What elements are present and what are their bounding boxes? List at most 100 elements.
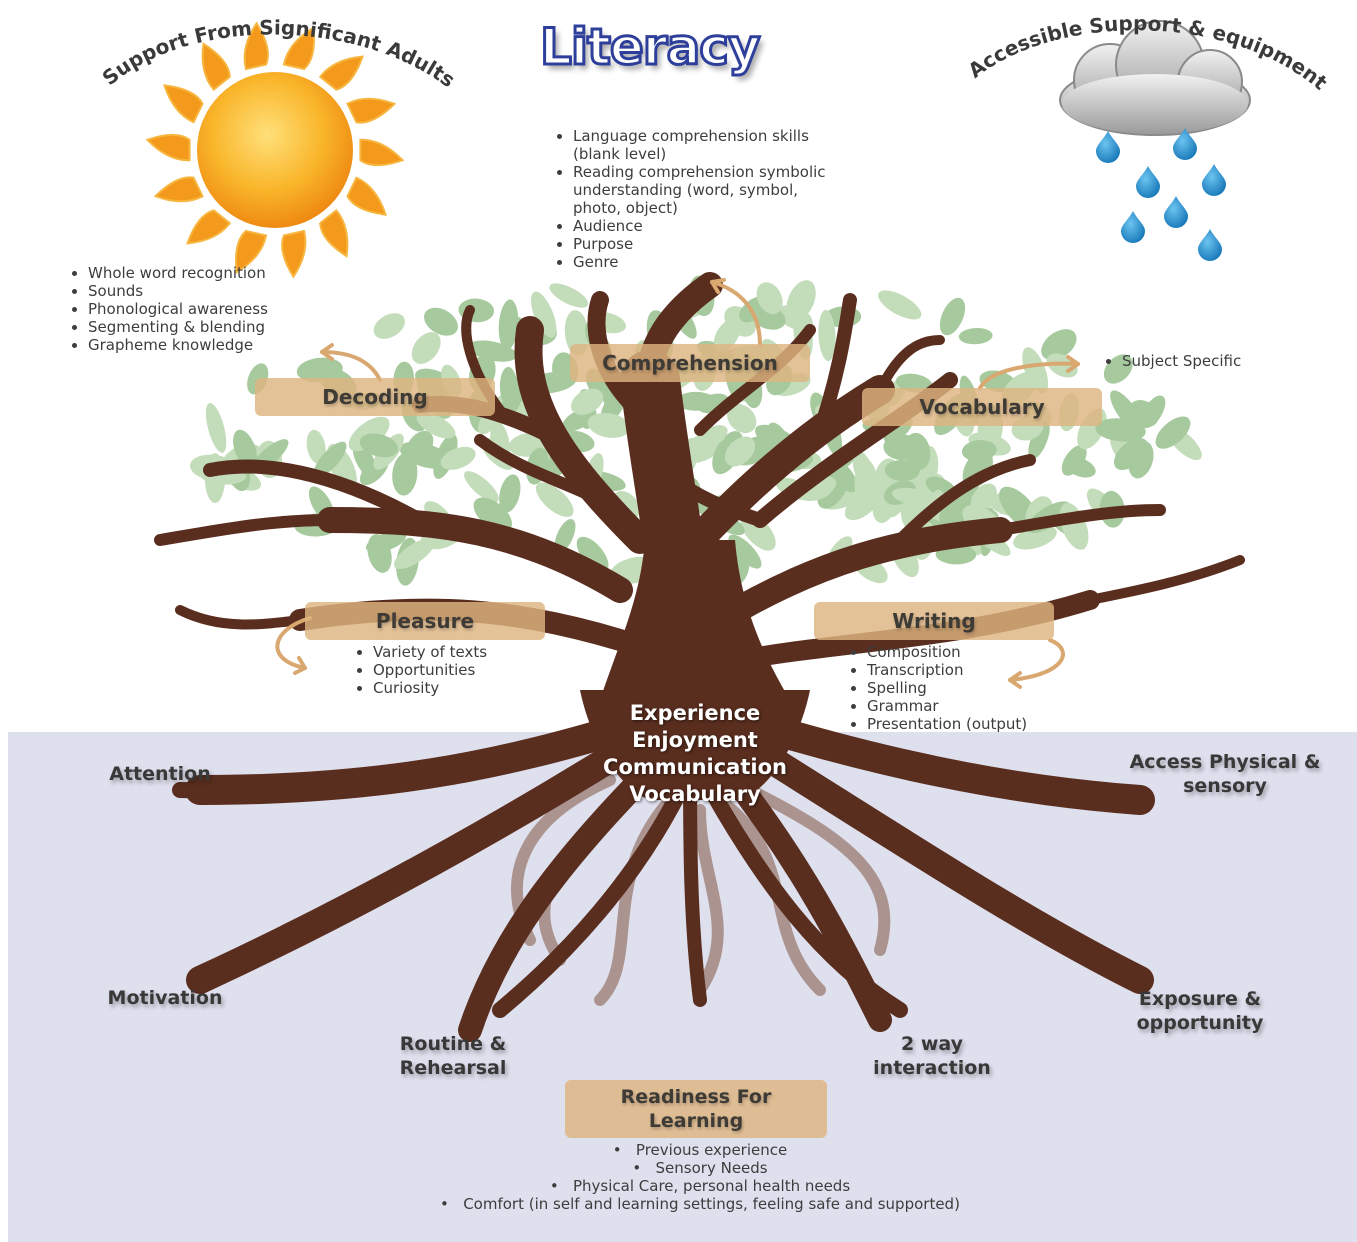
leaf — [1103, 354, 1133, 384]
leaf — [498, 299, 519, 350]
readiness-bullets: Previous experience Sensory Needs Physic… — [340, 1141, 1060, 1213]
leaf — [1155, 416, 1191, 449]
arrow-decorations — [275, 278, 1080, 689]
list-item: Audience — [573, 217, 833, 235]
comprehension-label: Comprehension — [570, 344, 810, 382]
readiness-label: Readiness For Learning — [565, 1080, 827, 1138]
root-label-motivation: Motivation — [107, 987, 223, 1009]
trunk-word: Vocabulary — [629, 782, 761, 806]
leaf — [464, 471, 499, 503]
leaf — [554, 518, 576, 554]
list-item: Sounds — [88, 282, 378, 300]
list-item: Subject Specific — [1122, 352, 1322, 370]
trunk-word: Communication — [603, 755, 787, 779]
leaf — [205, 402, 227, 453]
list-item: Physical Care, personal health needs — [340, 1177, 1060, 1195]
page-title: Literacy — [538, 17, 761, 78]
leaf — [818, 309, 836, 362]
sun-ray — [201, 42, 231, 92]
list-item: Composition — [867, 643, 1117, 661]
list-item: Phonological awareness — [88, 300, 378, 318]
rain-drop — [1136, 166, 1160, 198]
list-item: Genre — [573, 253, 833, 271]
leaf — [549, 283, 589, 308]
vocabulary-label: Vocabulary — [862, 388, 1102, 426]
leaf — [904, 432, 931, 470]
leaf — [1028, 420, 1050, 460]
list-item: Grapheme knowledge — [88, 336, 378, 354]
sun-ray — [319, 208, 349, 258]
list-item: Presentation (output) — [867, 715, 1117, 733]
leaf — [473, 497, 513, 532]
leaf — [756, 282, 783, 315]
leaf — [958, 327, 993, 345]
sun-ray — [235, 229, 268, 274]
rain-drop — [1202, 164, 1226, 196]
rain-drop — [1096, 131, 1120, 163]
sun-ray — [282, 26, 315, 71]
trunk-word: Experience — [629, 701, 761, 725]
leaf — [884, 459, 920, 482]
leaf — [392, 452, 418, 496]
pleasure-bullets: Variety of texts Opportunities Curiosity — [343, 643, 573, 697]
leaf — [939, 297, 966, 336]
leaf — [1063, 456, 1096, 478]
trunk-word: Enjoyment — [632, 728, 758, 752]
leaf — [367, 534, 392, 573]
list-item: Purpose — [573, 235, 833, 253]
leaf — [535, 482, 574, 517]
leaf — [530, 291, 557, 338]
sun-ray — [243, 21, 269, 71]
leaf — [724, 436, 756, 467]
rain-cloud-icon — [1059, 20, 1251, 261]
decoding-bullets: Whole word recognition Sounds Phonologic… — [58, 264, 378, 354]
leaf — [891, 487, 938, 507]
vocabulary-bullets: Subject Specific — [1092, 352, 1322, 370]
list-item: Comfort (in self and learning settings, … — [340, 1195, 1060, 1213]
leaf — [587, 412, 630, 438]
sun-ray — [153, 176, 204, 203]
leaf — [233, 429, 257, 469]
rain-drop — [1173, 128, 1197, 160]
sun-ray — [359, 138, 405, 167]
list-item: Sensory Needs — [340, 1159, 1060, 1177]
leaf — [1022, 347, 1049, 394]
leaf — [440, 446, 476, 470]
leaf — [373, 313, 405, 339]
leaf — [728, 534, 762, 569]
sun-ray — [346, 176, 387, 216]
list-item: Grammar — [867, 697, 1117, 715]
list-item: Language comprehension skills (blank lev… — [573, 127, 833, 163]
root-label-exposure: Exposure & opportunity — [1136, 988, 1264, 1034]
leaf — [1041, 329, 1077, 361]
leaf — [1128, 441, 1154, 479]
root-label-interaction: 2 way interaction — [873, 1033, 991, 1079]
list-item: Spelling — [867, 679, 1117, 697]
list-item: Curiosity — [373, 679, 573, 697]
rain-drop — [1164, 196, 1188, 228]
sun-ray — [346, 97, 397, 124]
leaf — [878, 290, 922, 320]
leaf — [1095, 418, 1146, 442]
writing-bullets: Composition Transcription Spelling Gramm… — [837, 643, 1117, 733]
writing-label: Writing — [814, 602, 1054, 640]
sun-icon — [145, 21, 405, 279]
root-label-routine: Routine & Rehearsal — [399, 1033, 507, 1079]
rain-drop — [1198, 229, 1222, 261]
leaf — [854, 459, 877, 507]
leaf — [406, 430, 434, 461]
leaf — [359, 433, 399, 458]
leaf — [1128, 400, 1159, 427]
list-item: Segmenting & blending — [88, 318, 378, 336]
sun-ray — [145, 133, 191, 162]
trunk-words: Experience Enjoyment Communication Vocab… — [560, 700, 830, 808]
leaf — [411, 332, 441, 364]
leaf — [570, 388, 604, 415]
list-item: Reading comprehension symbolic understan… — [573, 163, 833, 217]
leaf — [961, 440, 997, 462]
list-item: Previous experience — [340, 1141, 1060, 1159]
sun-ray — [281, 229, 307, 279]
sun-ray — [185, 209, 232, 245]
leaf — [468, 340, 517, 362]
leaf — [499, 474, 521, 513]
